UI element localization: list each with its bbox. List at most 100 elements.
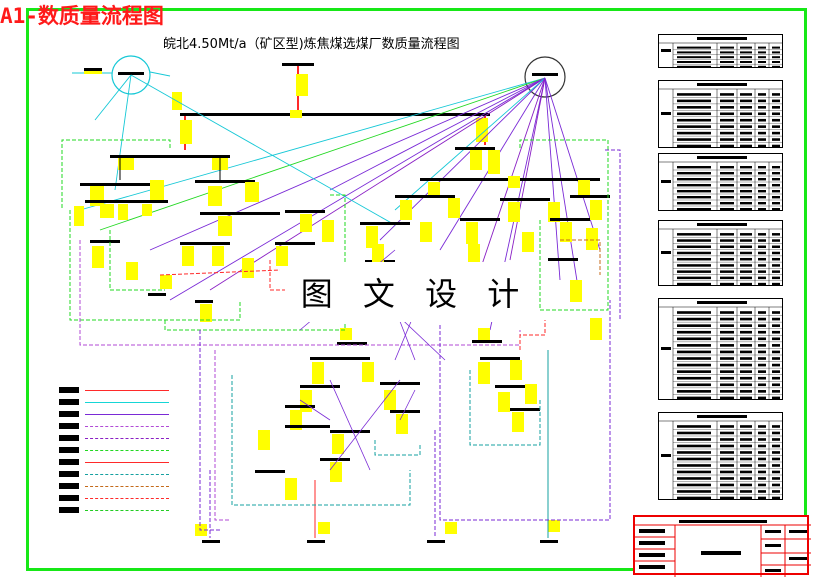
data-label-block — [276, 246, 288, 266]
legend-line-sample — [85, 414, 169, 415]
equipment-bar — [460, 218, 500, 221]
recirculation-loop — [231, 375, 411, 506]
data-label-block — [126, 262, 138, 280]
product-circle — [524, 56, 566, 98]
summary-table — [658, 412, 783, 502]
data-label-block — [312, 362, 324, 384]
product-output-bar — [540, 540, 558, 543]
equipment-bar — [110, 155, 230, 158]
equipment-bar — [148, 293, 166, 296]
equipment-bar — [495, 385, 535, 388]
legend-key — [59, 411, 79, 417]
data-label-block — [182, 246, 194, 266]
data-label-block — [510, 360, 522, 380]
data-label-block — [590, 318, 602, 340]
product-ray-line — [169, 77, 546, 301]
recirculation-loop — [109, 230, 165, 291]
equipment-bar — [380, 382, 420, 385]
flow-line — [149, 71, 171, 77]
legend-row — [59, 506, 169, 516]
feed-ray-line — [130, 74, 396, 226]
equipment-bar — [80, 183, 150, 186]
main-distribution-bar — [180, 113, 490, 116]
equipment-bar — [390, 410, 420, 413]
data-label-block — [212, 246, 224, 266]
data-label-block — [290, 110, 302, 118]
data-label-block — [160, 275, 172, 289]
equipment-bar — [500, 198, 550, 201]
legend-row — [59, 398, 169, 408]
equipment-bar — [85, 200, 145, 203]
equipment-bar — [337, 342, 367, 345]
equipment-bar — [300, 385, 340, 388]
data-label-block — [508, 202, 520, 222]
equipment-bar — [255, 470, 285, 473]
data-label-block — [208, 186, 222, 206]
product-ray-line — [99, 77, 546, 231]
equipment-bar — [200, 212, 280, 215]
data-label-block — [150, 180, 164, 200]
data-label-block — [242, 258, 254, 278]
legend-line-sample — [85, 438, 169, 439]
equipment-bar — [472, 340, 502, 343]
data-label-block — [548, 202, 560, 222]
legend-line-sample — [85, 510, 169, 511]
data-label-block — [118, 204, 128, 220]
summary-table — [658, 34, 783, 70]
data-label-block — [448, 198, 460, 218]
equipment-bar — [195, 300, 213, 303]
data-label-block — [118, 158, 134, 170]
summary-table — [658, 153, 783, 213]
recirculation-loop — [439, 300, 611, 521]
data-label-block — [560, 222, 572, 242]
equipment-bar — [480, 357, 520, 360]
data-label-block — [74, 206, 84, 226]
diagonal-flow-line — [399, 389, 416, 421]
circle-label-bar — [532, 73, 558, 76]
legend-line-sample — [85, 498, 169, 499]
equipment-bar — [195, 180, 255, 183]
product-ray-line — [329, 77, 546, 191]
data-label-block — [100, 204, 114, 218]
data-label-block — [318, 522, 330, 534]
data-label-block — [322, 220, 334, 242]
equipment-bar — [275, 242, 315, 245]
data-label-block — [420, 222, 432, 242]
diagonal-flow-line — [329, 379, 371, 471]
legend-row — [59, 470, 169, 480]
legend-key — [59, 507, 79, 513]
data-label-block — [522, 232, 534, 252]
product-ray-line — [544, 77, 601, 251]
legend-row — [59, 434, 169, 444]
summary-table — [658, 220, 783, 288]
data-label-block — [340, 328, 352, 340]
summary-table — [658, 298, 783, 402]
legend-key — [59, 483, 79, 489]
summary-table-grid — [659, 415, 782, 502]
equipment-bar — [548, 258, 578, 261]
summary-table-grid — [659, 37, 782, 70]
legend-key — [59, 495, 79, 501]
product-ray-line — [149, 77, 546, 251]
legend-line-sample — [85, 462, 169, 463]
feed-ray-line — [94, 74, 132, 121]
equipment-bar — [395, 195, 455, 198]
equipment-bar — [84, 68, 102, 71]
equipment-bar — [310, 357, 370, 360]
data-label-block — [466, 222, 478, 244]
data-label-block — [578, 180, 590, 196]
recirculation-loop — [214, 350, 230, 521]
drawing-tag: A1-数质量流程图 — [0, 4, 164, 28]
equipment-bar — [285, 425, 330, 428]
equipment-bar — [320, 458, 350, 461]
product-output-bar — [307, 540, 325, 543]
data-label-block — [498, 392, 510, 412]
feed-bar — [282, 63, 314, 66]
product-ray-line — [394, 77, 546, 211]
recirculation-loop — [605, 149, 621, 320]
summary-table-grid — [659, 223, 782, 288]
equipment-bar — [285, 405, 315, 408]
data-label-block — [332, 434, 344, 454]
data-label-block — [372, 244, 384, 262]
product-ray-line — [509, 77, 546, 261]
